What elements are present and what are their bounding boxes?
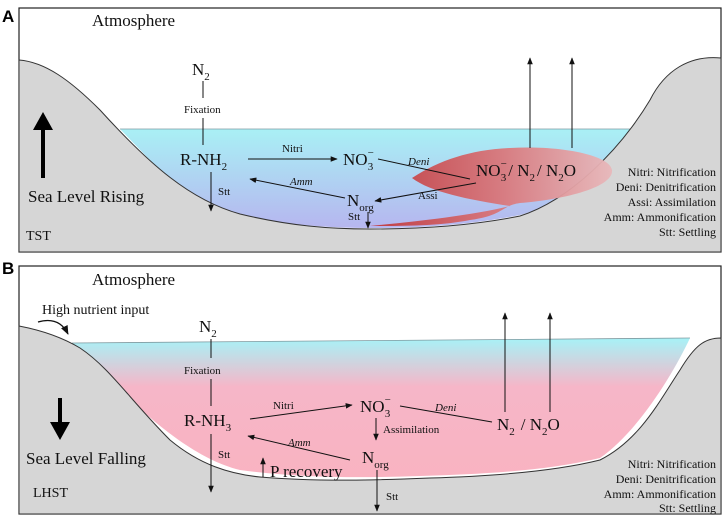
panel-a-letter: A <box>2 7 14 26</box>
panel-b-p-recovery-label: P recovery <box>270 462 343 481</box>
panel-a-rnh2: R-NH2 <box>180 150 227 173</box>
arrow-down-icon <box>50 422 70 440</box>
panel-a-sea-level-label: Sea Level Rising <box>28 187 145 206</box>
panel-a-terrain <box>18 57 722 253</box>
panel-a-amm-label: Amm <box>289 176 313 188</box>
panel-a-systems-tract: TST <box>26 229 51 244</box>
panel-b-sea-surface <box>71 337 691 344</box>
panel-a-stt-left-label: Stt <box>218 186 230 198</box>
panel-a-assi-arrow <box>374 182 477 203</box>
legend-item: Deni: Denitrification <box>616 472 716 486</box>
legend-item: Amm: Ammonification <box>604 210 716 224</box>
panel-b-sea-level-shaft <box>58 398 62 426</box>
arrow-up-icon <box>33 112 53 130</box>
panel-b-atmosphere-label: Atmosphere <box>92 270 175 289</box>
legend-item: Nitri: Nitrification <box>628 165 716 179</box>
panel-b-nutrient-arrow <box>37 319 69 335</box>
panel-b-norg: Norg <box>362 448 389 471</box>
panel-b-sea-level-label: Sea Level Falling <box>26 449 146 468</box>
legend-item: Stt: Settling <box>659 501 716 515</box>
legend-item: Assi: Assimilation <box>628 195 716 209</box>
panel-a-deni-line <box>377 158 471 180</box>
panel-b-assimilation-label: Assimilation <box>383 424 440 436</box>
panel-b-deni-label: Deni <box>434 402 456 414</box>
panel-b-amm-arrow <box>247 434 351 461</box>
legend-item: Nitri: Nitrification <box>628 457 716 471</box>
panel-b-nutrient-label: High nutrient input <box>42 303 149 318</box>
panel-a-denitrification-plume <box>370 147 613 226</box>
panel-b: B Atmosphere High nutrient input N2 Fixa… <box>2 259 722 515</box>
legend-item: Stt: Settling <box>659 225 716 239</box>
panel-a: A Atmosphere N2 Fixation R-NH2 Nitri NO−… <box>2 7 722 253</box>
panel-b-terrain <box>18 325 722 515</box>
panel-b-no3: NO−3 <box>360 394 391 420</box>
panel-b-stt-left-label: Stt <box>218 449 230 461</box>
legend-item: Amm: Ammonification <box>604 487 716 501</box>
panel-a-atmosphere-label: Atmosphere <box>92 11 175 30</box>
legend-item: Deni: Denitrification <box>616 180 716 194</box>
panel-b-products: N2/ N2O <box>497 415 560 438</box>
panel-a-nitri-label: Nitri <box>282 143 303 155</box>
panel-a-deni-label: Deni <box>407 156 429 168</box>
panel-b-fixation-label: Fixation <box>184 365 221 377</box>
panel-a-assi-label: Assi <box>418 190 438 202</box>
panel-a-norg: Norg <box>347 191 374 214</box>
panel-b-nitri-arrow <box>249 403 353 420</box>
panel-b-stt-bottom-label: Stt <box>386 491 398 503</box>
panel-a-no3: NO−3 <box>343 147 374 173</box>
panel-b-systems-tract: LHST <box>33 486 68 501</box>
panel-b-deni-line <box>399 405 493 423</box>
panel-a-sea-level-shaft <box>41 128 45 178</box>
panel-b-amm-label: Amm <box>287 437 311 449</box>
panel-a-stt-bottom-label: Stt <box>348 211 360 223</box>
panel-b-water <box>72 338 690 478</box>
panel-b-letter: B <box>2 259 14 278</box>
panel-b-nitri-label: Nitri <box>273 400 294 412</box>
panel-a-legend: Nitri: Nitrification Deni: Denitrificati… <box>604 165 716 239</box>
panel-a-fixation-label: Fixation <box>184 104 221 116</box>
panel-b-legend: Nitri: Nitrification Deni: Denitrificati… <box>604 457 716 515</box>
panel-b-rnh3: R-NH3 <box>184 411 232 434</box>
panel-b-n2: N2 <box>199 317 217 340</box>
panel-a-products: NO−3/ N2/ N2O <box>476 158 576 184</box>
panel-a-n2: N2 <box>192 60 210 83</box>
panel-a-amm-arrow <box>249 177 346 199</box>
